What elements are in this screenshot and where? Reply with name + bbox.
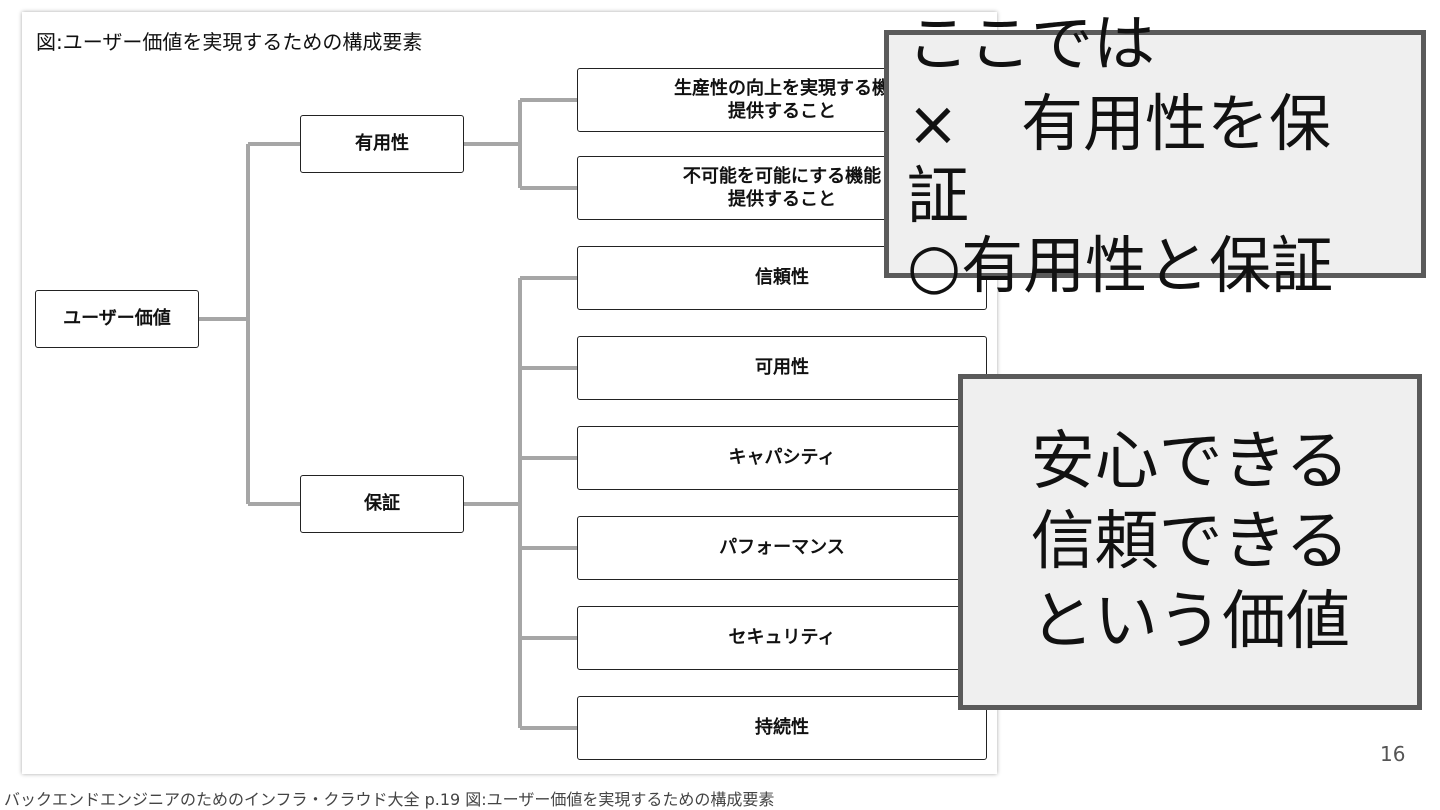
node-usefulness: 有用性 (300, 115, 464, 173)
page-number: 16 (1380, 742, 1406, 766)
node-sustainability: 持続性 (577, 696, 987, 760)
callout-bottom-line-3: という価値 (1030, 585, 1350, 659)
figure-title: 図:ユーザー価値を実現するための構成要素 (36, 30, 423, 54)
callout-bottom-line-2: 信頼できる (1030, 505, 1350, 579)
node-assurance: 保証 (300, 475, 464, 533)
callout-top-line-2: × 有用性を保 (907, 87, 1331, 160)
callout-bottom-line-1: 安心できる (1030, 425, 1350, 499)
diagram-figure: 図:ユーザー価値を実現するための構成要素 ユーザー価値 有用性 保証 生産性の向… (22, 12, 997, 774)
footer-citation: バックエンドエンジニアのためのインフラ・クラウド大全 p.19 図:ユーザー価値… (4, 790, 775, 809)
callout-top-line-1: ここでは (907, 7, 1156, 80)
callout-usefulness-and-assurance: ここでは × 有用性を保 証 ○有用性と保証 (884, 13, 1426, 297)
node-security: セキュリティ (577, 606, 987, 670)
node-performance: パフォーマンス (577, 516, 987, 580)
node-availability: 可用性 (577, 336, 987, 400)
node-user-value: ユーザー価値 (35, 290, 199, 348)
callout-trust-value: 安心できる 信頼できる という価値 (958, 374, 1422, 710)
connector-lines (199, 98, 577, 730)
callout-top-line-3: 証 (907, 159, 970, 232)
node-capacity: キャパシティ (577, 426, 987, 490)
callout-top-line-4: ○有用性と保証 (907, 229, 1334, 302)
